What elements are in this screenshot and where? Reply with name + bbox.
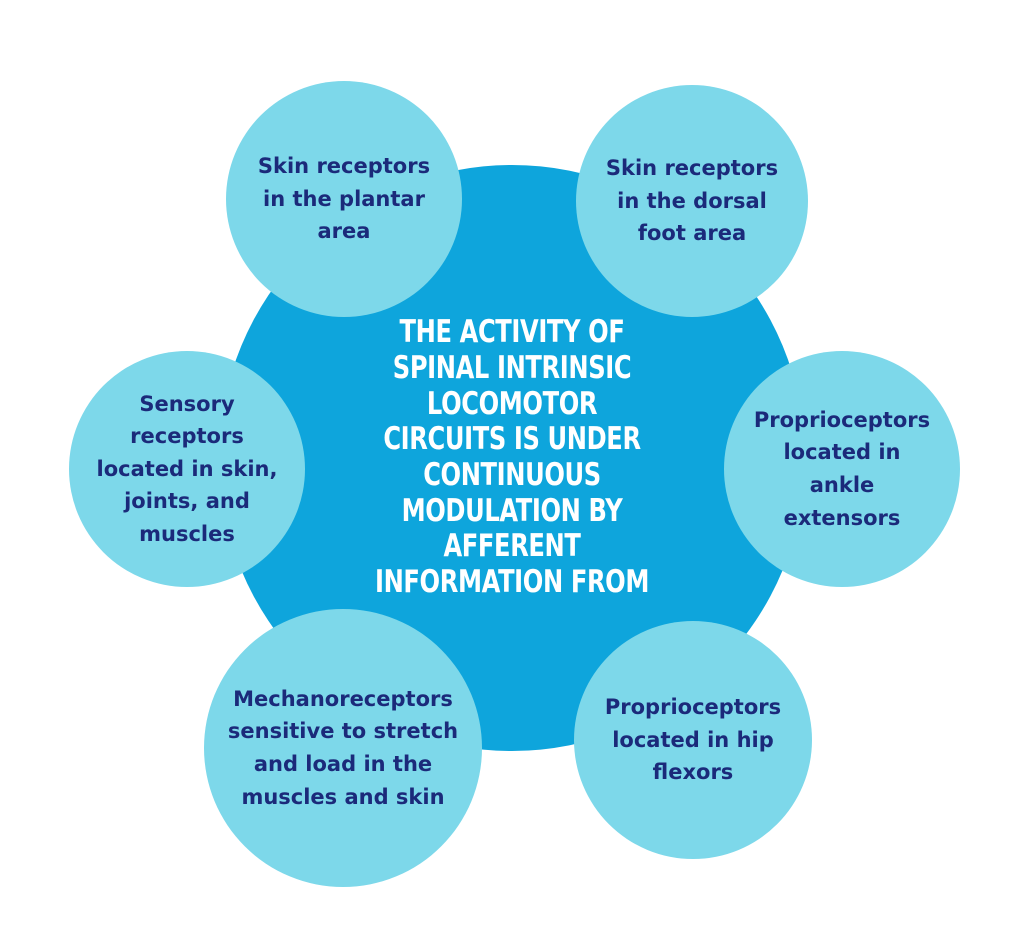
central-statement: THE ACTIVITY OF SPINAL INTRINSIC LOCOMOT… (374, 314, 650, 600)
node-plantar-skin-receptors: Skin receptors in the plantar area (226, 81, 462, 317)
node-hip-flexor-proprioceptors: Proprioceptors located in hip flexors (574, 621, 812, 859)
node-label: Skin receptors in the plantar area (257, 154, 431, 244)
node-label: Sensory receptors located in skin, joint… (96, 391, 278, 546)
node-dorsal-foot-skin-receptors: Skin receptors in the dorsal foot area (576, 85, 808, 317)
node-sensory-receptors: Sensory receptors located in skin, joint… (69, 351, 305, 587)
node-ankle-extensor-proprioceptors: Proprioceptors located in ankle extensor… (724, 351, 960, 587)
node-label: Skin receptors in the dorsal foot area (605, 156, 779, 246)
node-label: Proprioceptors located in ankle extensor… (753, 407, 931, 530)
node-label: Proprioceptors located in hip flexors (604, 695, 782, 785)
node-label: Mechanoreceptors sensitive to stretch an… (227, 686, 459, 809)
node-mechanoreceptors: Mechanoreceptors sensitive to stretch an… (204, 609, 482, 887)
